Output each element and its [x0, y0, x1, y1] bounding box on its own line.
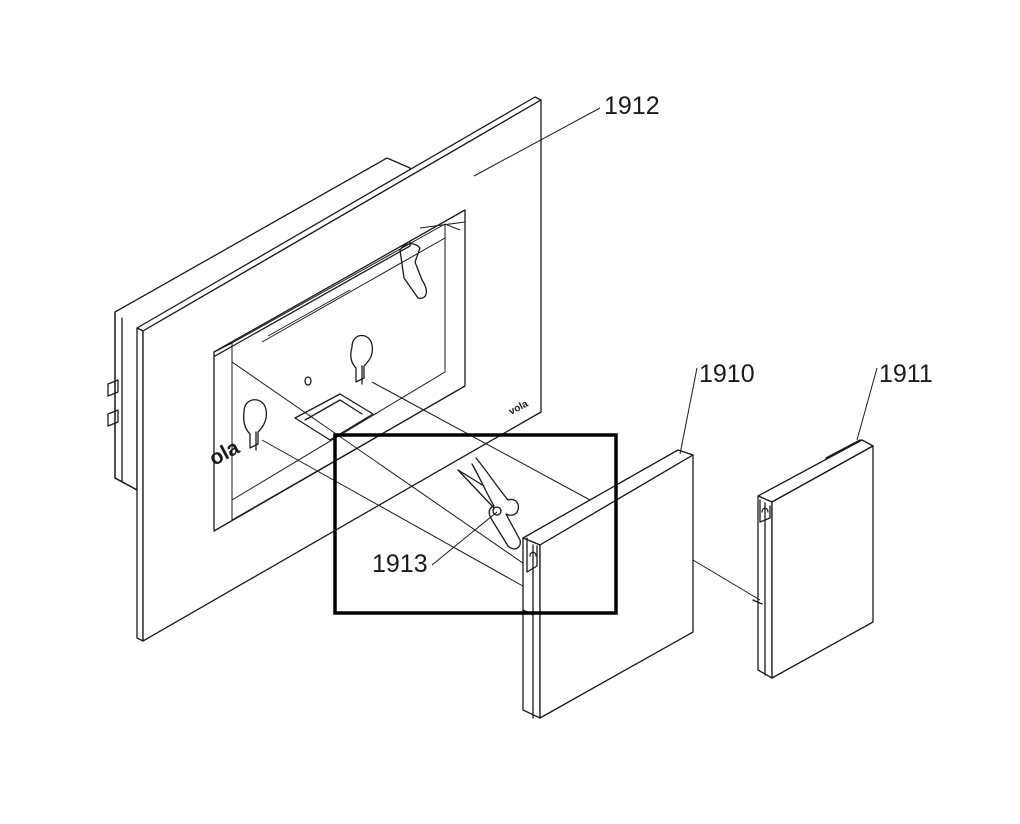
cover-back [752, 439, 874, 679]
label-1912: 1912 [604, 92, 660, 120]
label-1910: 1910 [699, 360, 755, 388]
front-frame [136, 96, 542, 642]
cover-front [522, 449, 694, 719]
assembly-line [692, 559, 761, 601]
highlight-box [333, 433, 618, 615]
label-1911: 1911 [879, 360, 933, 388]
leader-lines [431, 107, 878, 566]
lever-part [457, 457, 521, 550]
label-1913: 1913 [372, 550, 428, 578]
